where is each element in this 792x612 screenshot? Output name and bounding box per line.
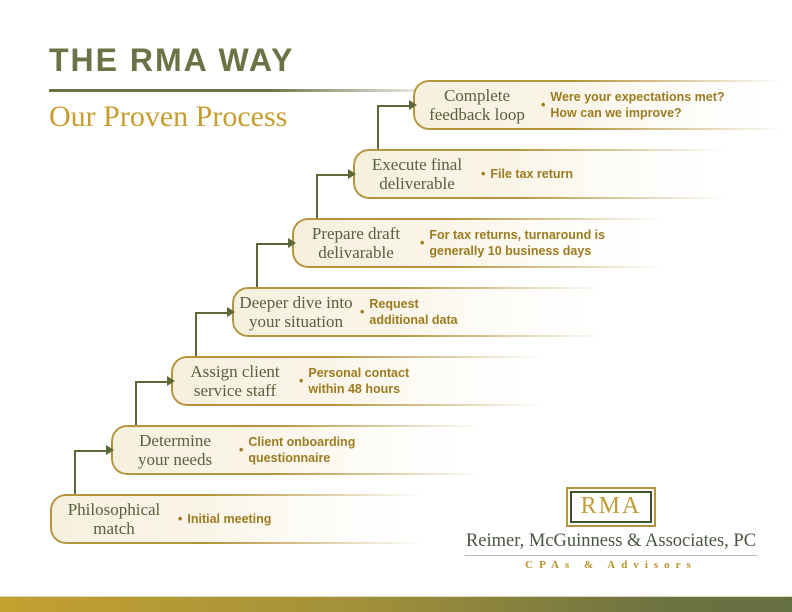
step-bullet: • File tax return xyxy=(481,149,573,199)
bullet-text: Personal contact within 48 hours xyxy=(308,365,410,396)
company-tagline: CPAs & Advisors xyxy=(525,559,697,572)
step-bullet: • For tax returns, turnaround is general… xyxy=(420,218,605,268)
bullet-dot-icon: • xyxy=(299,373,304,388)
arrowhead-icon xyxy=(106,445,114,455)
bullet-text: File tax return xyxy=(490,166,574,181)
arrowhead-icon xyxy=(288,238,296,248)
process-step: Philosophical match • Initial meeting xyxy=(50,445,450,544)
bullet-text: Were your expectations met? How can we i… xyxy=(550,89,725,120)
arrowhead-icon xyxy=(227,307,235,317)
step-box xyxy=(413,80,792,130)
flow-arrow-icon xyxy=(316,169,356,222)
rma-monogram-frame: RMA xyxy=(565,487,657,528)
company-logo: RMA Reimer, McGuinness & Associates, PC … xyxy=(455,487,767,571)
arrowhead-icon xyxy=(167,376,175,386)
flow-arrow-icon xyxy=(377,100,417,153)
step-box xyxy=(292,218,692,268)
process-step: Determine your needs • Client onboarding… xyxy=(111,376,511,475)
flow-arrow-icon xyxy=(195,307,235,360)
step-box xyxy=(111,425,511,475)
step-bullet: • Were your expectations met? How can we… xyxy=(541,80,725,130)
step-bullet: • Request additional data xyxy=(360,287,458,337)
company-name: Reimer, McGuinness & Associates, PC xyxy=(465,531,757,552)
step-title: Execute final deliverable xyxy=(371,154,463,193)
step-box xyxy=(353,149,753,199)
bullet-dot-icon: • xyxy=(481,166,486,181)
page-subtitle: Our Proven Process xyxy=(49,100,288,133)
process-step: Assign client service staff • Personal c… xyxy=(171,307,571,406)
step-bullet: • Personal contact within 48 hours xyxy=(299,356,409,406)
step-title: Assign client service staff xyxy=(190,361,280,400)
bullet-text: Client onboarding questionnaire xyxy=(248,434,356,465)
step-box xyxy=(232,287,632,337)
process-step: Execute final deliverable • File tax ret… xyxy=(353,100,753,199)
step-title: Complete feedback loop xyxy=(429,85,525,124)
bullet-text: Request additional data xyxy=(369,296,458,327)
bullet-dot-icon: • xyxy=(360,304,365,319)
bullet-dot-icon: • xyxy=(239,442,244,457)
step-box xyxy=(50,494,450,544)
process-step: Deeper dive into your situation • Reques… xyxy=(232,238,632,337)
process-step: Complete feedback loop • Were your expec… xyxy=(413,80,792,130)
bullet-dot-icon: • xyxy=(541,97,546,112)
arrowhead-icon xyxy=(409,100,417,110)
process-step: Prepare draft delivarable • For tax retu… xyxy=(292,169,692,268)
flow-arrow-icon xyxy=(74,445,114,498)
bullet-dot-icon: • xyxy=(420,235,425,250)
arrowhead-icon xyxy=(348,169,356,179)
step-title: Prepare draft delivarable xyxy=(311,223,401,262)
logo-divider xyxy=(465,555,757,557)
page-title: THE RMA WAY xyxy=(49,42,295,78)
step-title: Philosophical match xyxy=(67,499,161,538)
bullet-dot-icon: • xyxy=(178,511,183,526)
title-underline xyxy=(49,89,444,92)
rma-monogram: RMA xyxy=(569,491,653,524)
bullet-text: Initial meeting xyxy=(187,511,272,526)
step-bullet: • Initial meeting xyxy=(178,494,271,544)
bullet-text: For tax returns, turnaround is generally… xyxy=(429,227,606,258)
step-bullet: • Client onboarding questionnaire xyxy=(239,425,355,475)
step-title: Determine your needs xyxy=(137,430,213,469)
flow-arrow-icon xyxy=(256,238,296,291)
step-box xyxy=(171,356,571,406)
footer-gradient-bar xyxy=(0,596,792,612)
flow-arrow-icon xyxy=(135,376,175,429)
step-title: Deeper dive into your situation xyxy=(239,292,353,331)
